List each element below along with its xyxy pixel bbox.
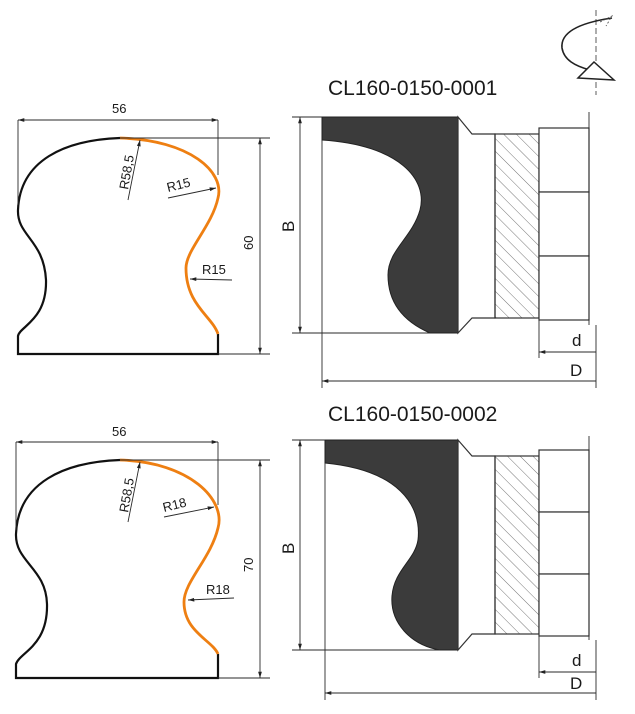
height-dimension: 60 <box>241 236 256 250</box>
drawing-1: CL160-0150-0001 56 60 R58,5 R15 R15 <box>16 77 597 388</box>
cutter-d-large-label: D <box>570 674 582 693</box>
cutter-d-small-label: d <box>572 331 581 350</box>
radius-large-label: R58,5 <box>116 154 137 191</box>
profile-1: 56 60 R58,5 R15 R15 <box>16 101 270 356</box>
cutter-b-label: B <box>279 543 298 554</box>
drawing-code: CL160-0150-0002 <box>328 403 497 426</box>
radius-lower-label: R18 <box>206 582 230 597</box>
cutter-2: B d D <box>279 436 597 700</box>
width-dimension: 56 <box>112 424 126 439</box>
width-dimension: 56 <box>112 101 126 116</box>
rotation-arrow-icon <box>561 10 617 95</box>
radius-upper-label: R15 <box>165 175 192 195</box>
drawing-2: CL160-0150-0002 56 70 R58,5 R18 R18 <box>14 403 597 700</box>
radius-lower-label: R15 <box>202 262 226 277</box>
cutter-d-small-label: d <box>572 651 581 670</box>
radius-large-label: R58,5 <box>116 477 137 514</box>
cutter-b-label: B <box>279 221 298 232</box>
cutter-1: B d D <box>279 112 597 388</box>
radius-upper-label: R18 <box>161 495 188 515</box>
height-dimension: 70 <box>241 558 256 572</box>
drawing-code: CL160-0150-0001 <box>328 77 497 100</box>
profile-2: 56 70 R58,5 R18 R18 <box>14 424 270 680</box>
cutter-d-large-label: D <box>570 361 582 380</box>
